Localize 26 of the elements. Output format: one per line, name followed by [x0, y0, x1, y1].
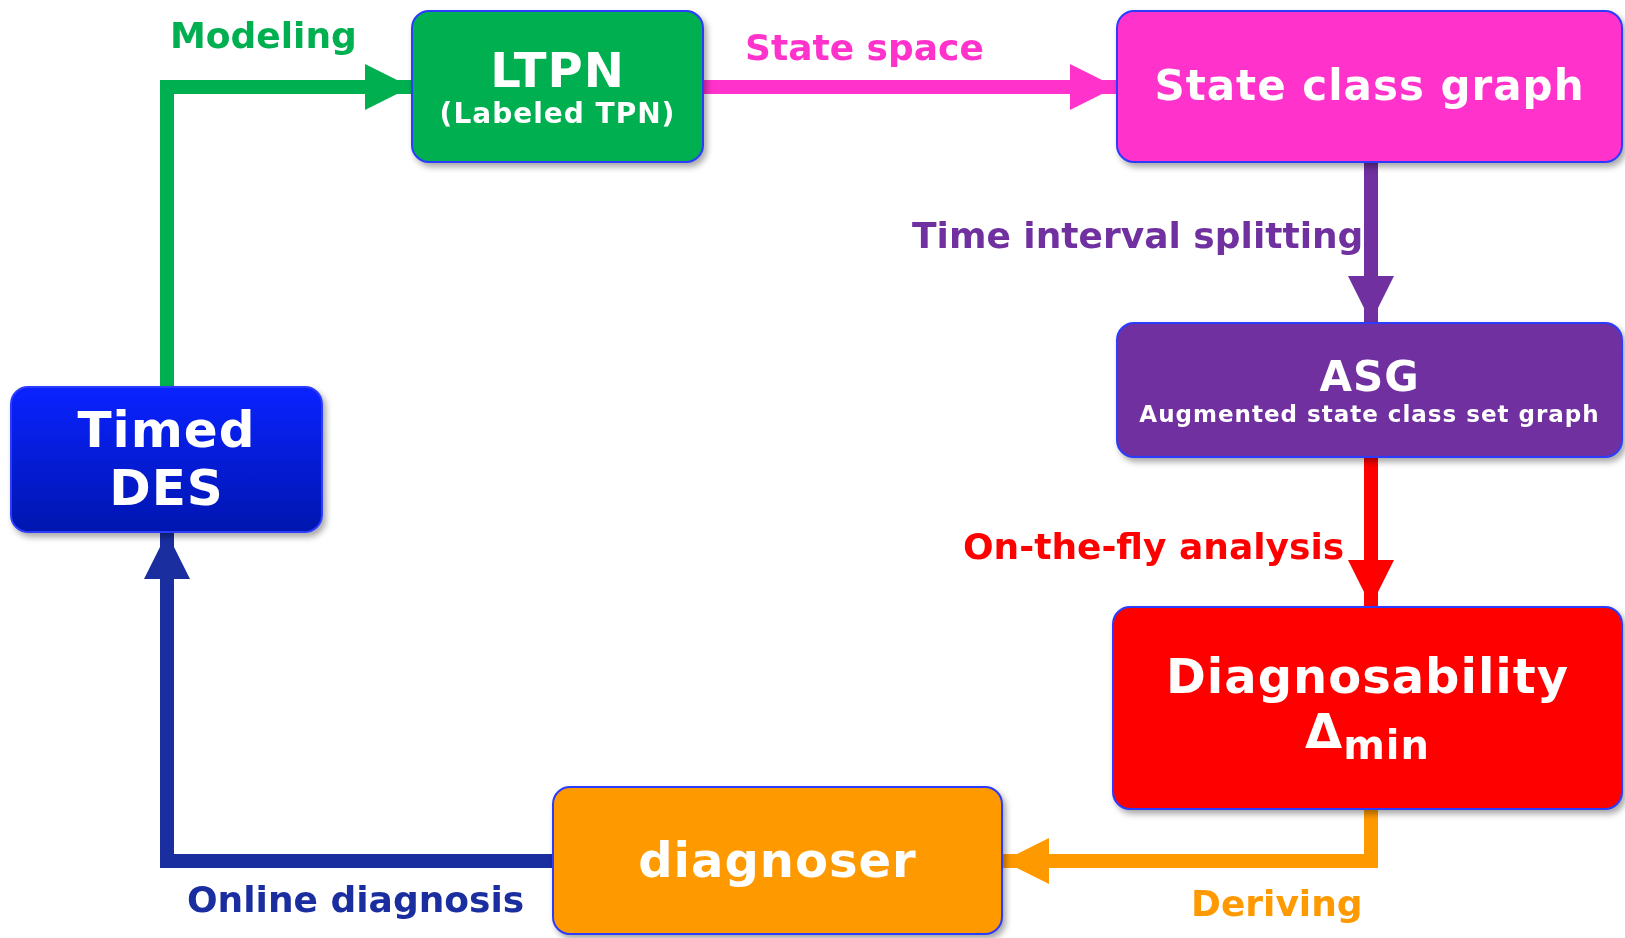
edge-label: State space: [745, 28, 984, 68]
node-subtitle: Augmented state class set graph: [1139, 400, 1600, 428]
node-title: LTPN: [490, 42, 625, 98]
process-box: [1116, 322, 1623, 458]
edge-label: On-the-fly analysis: [963, 527, 1345, 567]
arrow: [144, 533, 552, 868]
arrow: [160, 64, 411, 386]
edge-label: Time interval splitting: [912, 216, 1364, 256]
node-title: Timed DES: [76, 402, 257, 517]
node-subtitle: Δ$_{min}$: [1305, 703, 1430, 768]
edge-label: Modeling: [170, 16, 357, 56]
process-box: [1112, 606, 1623, 810]
arrow: [1348, 163, 1394, 322]
process-box: [1116, 10, 1623, 163]
node-title: State class graph: [1154, 62, 1585, 111]
node-title: ASG: [1319, 352, 1420, 401]
node-title: diagnoser: [638, 832, 917, 889]
edge-label: Deriving: [1191, 884, 1363, 924]
node-subtitle: (Labeled TPN): [439, 98, 676, 131]
node-title: Diagnosability: [1165, 648, 1570, 704]
process-box: [552, 786, 1003, 935]
process-box: [10, 386, 323, 533]
arrow: [704, 64, 1116, 110]
process-box: [411, 10, 704, 163]
arrow: [1348, 458, 1394, 606]
edge-label: Online diagnosis: [187, 880, 525, 920]
